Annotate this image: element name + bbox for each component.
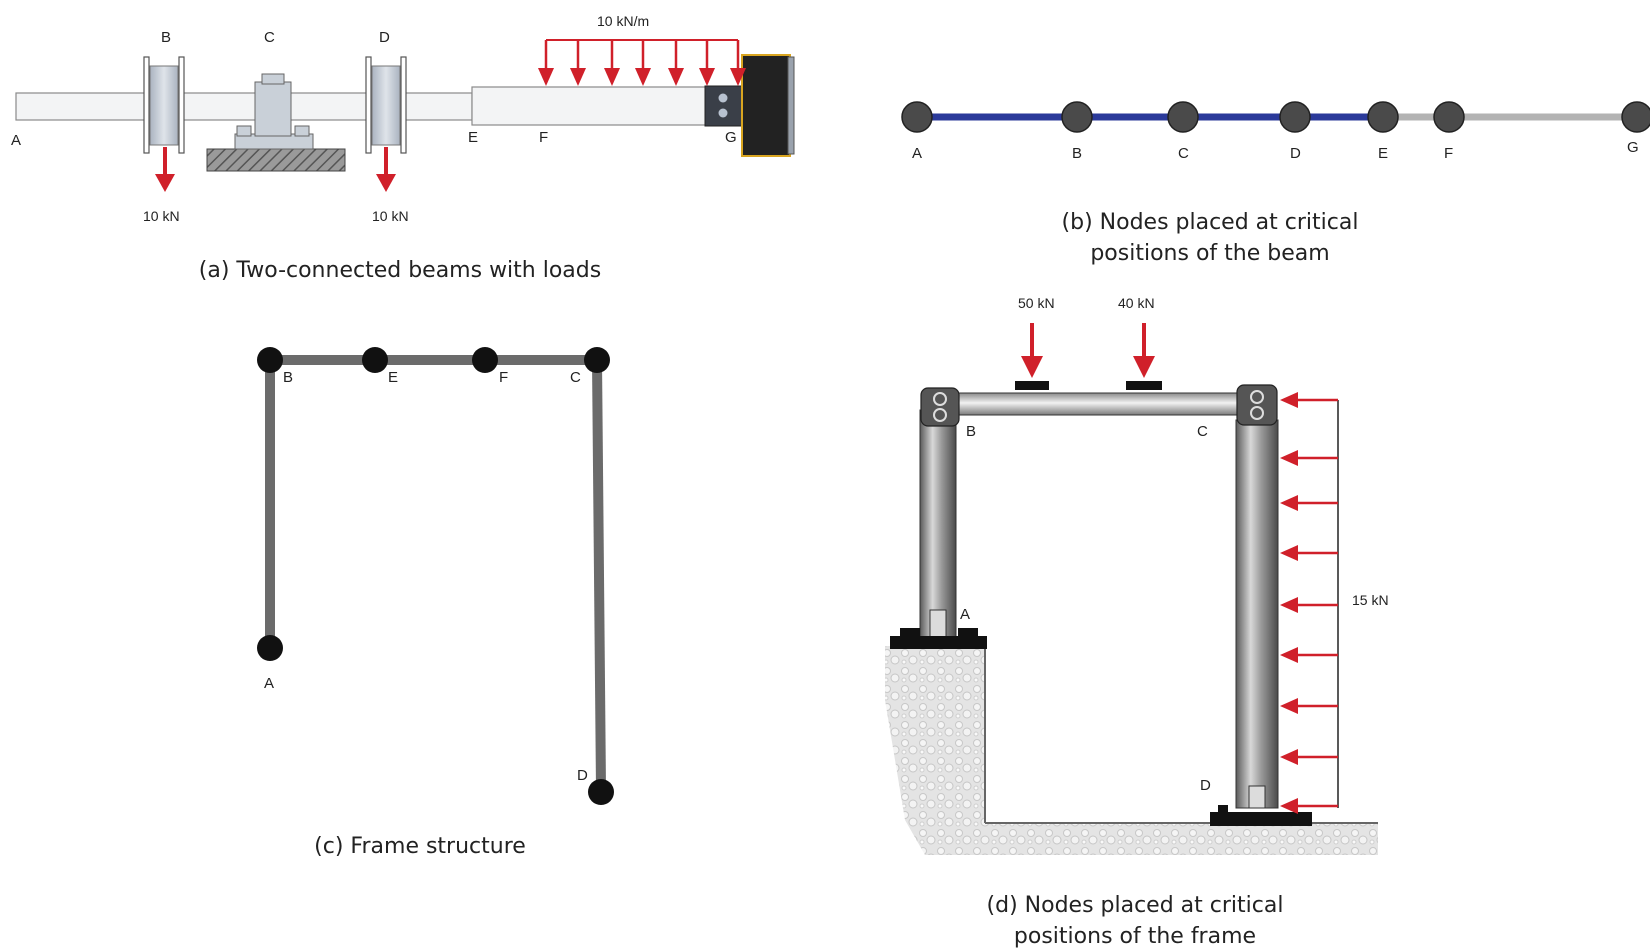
frame-node-e [362, 347, 388, 373]
joint-c [1236, 384, 1278, 426]
caption-c: (c) Frame structure [260, 831, 580, 862]
lateral-load-arrow [1280, 749, 1338, 765]
beam-node-label-g: G [1627, 139, 1639, 156]
beam-2 [471, 86, 743, 126]
joint-b [920, 387, 960, 427]
load-pad-50 [1015, 381, 1049, 390]
load-arrow-b [155, 147, 175, 192]
frame-node-c [584, 347, 610, 373]
label-e: E [468, 129, 478, 146]
label-c: C [264, 29, 275, 46]
caption-a: (a) Two-connected beams with loads [150, 255, 650, 286]
beam-node-label-f: F [1444, 145, 1453, 162]
beam-node-label-b: B [1072, 145, 1082, 162]
distributed-load [538, 39, 746, 86]
udl-arrow [730, 40, 746, 86]
lateral-load [1280, 392, 1339, 814]
frame-node-b [257, 347, 283, 373]
caption-d-line1: (d) Nodes placed at critical [986, 893, 1284, 918]
caption-b-line1: (b) Nodes placed at critical [1061, 210, 1359, 235]
base-plate-d [1210, 812, 1312, 826]
frame-label-a: A [264, 675, 274, 692]
frame-node-d [588, 779, 614, 805]
label-b: B [161, 29, 171, 46]
panel-c-frame: B E F C A D [257, 347, 614, 805]
label-d: D [379, 29, 390, 46]
lateral-load-arrow [1280, 545, 1338, 561]
label-g: G [725, 129, 737, 146]
support-c [206, 73, 346, 172]
caption-d: (d) Nodes placed at critical positions o… [925, 890, 1345, 952]
load-b-label: 10 kN [143, 208, 180, 224]
beam-node-label-e: E [1378, 145, 1388, 162]
panel-b-node-model: A B C D E F G [901, 101, 1650, 162]
frame-label-b: B [283, 369, 293, 386]
lateral-load-arrow [1280, 392, 1338, 408]
frame-label-e: E [388, 369, 398, 386]
label-f: F [539, 129, 548, 146]
caption-b: (b) Nodes placed at critical positions o… [1000, 207, 1420, 269]
beam-node-a [901, 101, 933, 133]
lateral-load-arrow [1280, 698, 1338, 714]
load-arrow-50kn [1021, 323, 1043, 378]
frame-label-c: C [570, 369, 581, 386]
beam-top [949, 392, 1241, 416]
caption-a-text: (a) Two-connected beams with loads [198, 258, 602, 283]
lateral-load-arrow [1280, 647, 1338, 663]
load-pad-40 [1126, 381, 1162, 390]
beam-node-c [1167, 101, 1199, 133]
frame-d-label-d: D [1200, 777, 1211, 794]
column-cd [592, 359, 606, 791]
load-arrow-40kn [1133, 323, 1155, 378]
column-left [919, 409, 957, 639]
label-a: A [11, 132, 21, 149]
roller-d [365, 56, 407, 154]
beam-node-d [1279, 101, 1311, 133]
load-arrow-d [376, 147, 396, 192]
panel-a-beams: A B C D E F G 10 kN 10 kN 10 kN/m [11, 13, 795, 224]
beam-node-b [1061, 101, 1093, 133]
frame-node-f [472, 347, 498, 373]
fixed-support-g [704, 54, 795, 157]
panel-d-frame-model: 50 kN 40 kN 15 kN B C A D [885, 295, 1389, 855]
ground [885, 646, 1378, 855]
base-plate-a [890, 636, 987, 649]
beam-node-g [1621, 101, 1650, 133]
load-d-label: 10 kN [372, 208, 409, 224]
beam-node-e [1367, 101, 1399, 133]
udl-arrow [668, 40, 684, 86]
lateral-load-arrow [1280, 798, 1338, 814]
udl-arrow [699, 40, 715, 86]
frame-d-label-c: C [1197, 423, 1208, 440]
udl-arrow [538, 40, 554, 86]
beam-node-label-c: C [1178, 145, 1189, 162]
beam-node-label-a: A [912, 145, 922, 162]
beam-node-f [1433, 101, 1465, 133]
udl-arrow [604, 40, 620, 86]
lateral-load-arrow [1280, 597, 1338, 613]
beam-node-label-d: D [1290, 145, 1301, 162]
lateral-load-label: 15 kN [1352, 592, 1389, 608]
udl-arrow [570, 40, 586, 86]
caption-c-text: (c) Frame structure [314, 834, 526, 859]
caption-d-line2: positions of the frame [1013, 924, 1257, 949]
roller-b [143, 56, 185, 154]
frame-label-f: F [499, 369, 508, 386]
frame-node-a [257, 635, 283, 661]
caption-b-line2: positions of the beam [1090, 241, 1330, 266]
lateral-load-arrow [1280, 495, 1338, 511]
udl-arrow [635, 40, 651, 86]
load-40-label: 40 kN [1118, 295, 1155, 311]
frame-d-label-a: A [960, 606, 970, 623]
udl-label: 10 kN/m [597, 13, 649, 29]
load-50-label: 50 kN [1018, 295, 1055, 311]
frame-d-label-b: B [966, 423, 976, 440]
lateral-load-arrow [1280, 450, 1338, 466]
column-right [1235, 419, 1279, 809]
frame-label-d: D [577, 767, 588, 784]
